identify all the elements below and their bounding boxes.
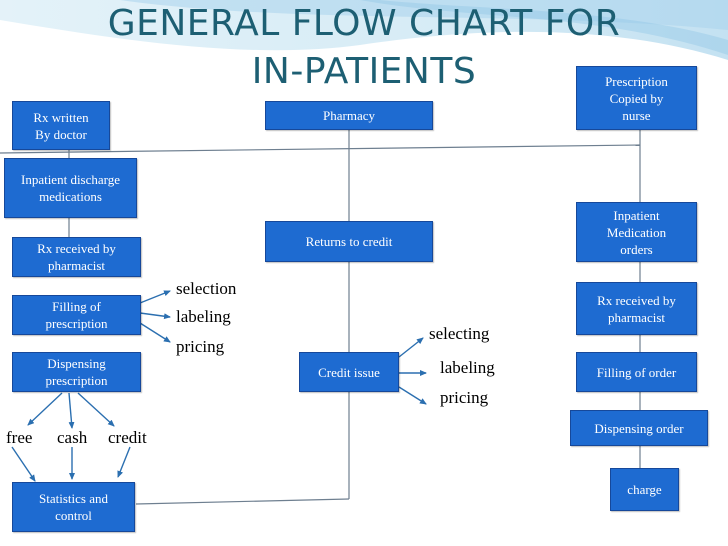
dispensing-order-box: Dispensing order bbox=[570, 410, 708, 446]
selection-label: selection bbox=[176, 279, 237, 298]
page-title: GENERAL FLOW CHART FOR IN-PATIENTS bbox=[0, 0, 728, 96]
middle-pricing-label: pricing bbox=[440, 388, 489, 407]
wave-background bbox=[0, 0, 728, 60]
pharmacy-box: Pharmacy bbox=[265, 101, 433, 130]
title-banner: GENERAL FLOW CHART FOR IN-PATIENTS bbox=[0, 0, 728, 110]
labeling-label: labeling bbox=[176, 307, 231, 326]
title-line-2: IN-PATIENTS bbox=[251, 51, 477, 92]
middle-labeling-label: labeling bbox=[440, 358, 495, 377]
cash-label: cash bbox=[57, 428, 88, 447]
rx-written-box: Rx written By doctor bbox=[12, 101, 110, 150]
filling-prescription-box: Filling of prescription bbox=[12, 295, 141, 335]
selecting-label: selecting bbox=[429, 324, 490, 343]
discharge-medications-box: Inpatient discharge medications bbox=[4, 158, 137, 218]
statistics-control-box: Statistics and control bbox=[12, 482, 135, 532]
rx-received-pharmacist-box: Rx received by pharmacist bbox=[12, 237, 141, 277]
returns-to-credit-box: Returns to credit bbox=[265, 221, 433, 262]
medication-orders-box: Inpatient Medication orders bbox=[576, 202, 697, 262]
charge-box: charge bbox=[610, 468, 679, 511]
credit-label: credit bbox=[108, 428, 147, 447]
pricing-label: pricing bbox=[176, 337, 225, 356]
filling-of-order-box: Filling of order bbox=[576, 352, 697, 392]
right-rx-received-box: Rx received by pharmacist bbox=[576, 282, 697, 335]
dispensing-prescription-box: Dispensing prescription bbox=[12, 352, 141, 392]
free-label: free bbox=[6, 428, 33, 447]
title-line-1: GENERAL FLOW CHART FOR bbox=[107, 3, 621, 44]
credit-issue-box: Credit issue bbox=[299, 352, 399, 392]
prescription-copied-box: Prescription Copied by nurse bbox=[576, 66, 697, 130]
